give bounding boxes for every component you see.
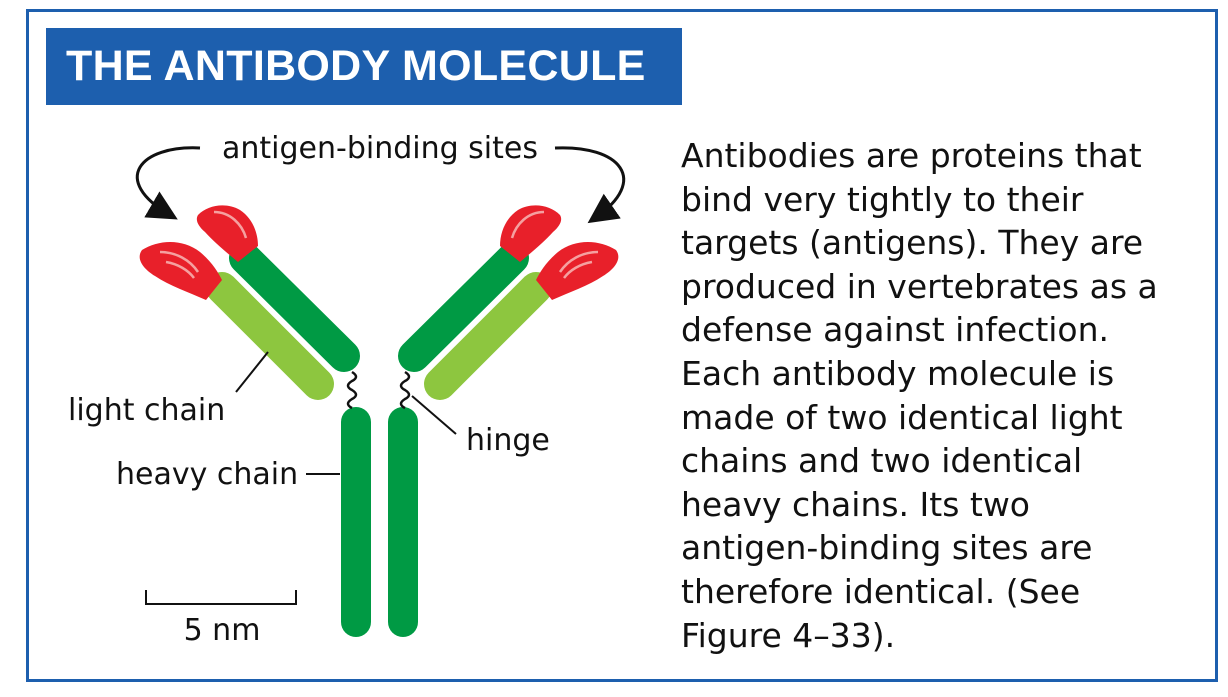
description-line: therefore identical. (See (681, 571, 1081, 611)
description-line: targets (antigens). They are (681, 223, 1144, 263)
description-line: antigen-binding sites are (681, 528, 1093, 568)
scale-label: 5 nm (184, 613, 261, 648)
heavy-chain-label: heavy chain (116, 457, 298, 492)
description-line: defense against infection. (681, 310, 1110, 350)
scale-bar (145, 590, 297, 605)
binding-site-left-outer-highlight (159, 250, 200, 273)
panel-title: THE ANTIBODY MOLECULE (46, 28, 682, 105)
light-chain-label: light chain (68, 393, 225, 428)
description-line: Each antibody molecule is (681, 353, 1115, 393)
binding-site-right-inner (500, 205, 562, 262)
binding-site-left-inner (196, 205, 258, 262)
hinge-leader (411, 395, 457, 435)
description-line: heavy chains. Its two (681, 484, 1030, 524)
hinge-squiggle-right (399, 370, 411, 410)
binding-site-right-outer-highlight (558, 250, 599, 273)
description-line: Antibodies are proteins that (681, 136, 1142, 175)
description-text: Antibodies are proteins that bind very t… (681, 134, 1201, 657)
description-line: made of two identical light (681, 397, 1123, 437)
description-line: bind very tightly to their (681, 179, 1084, 219)
hinge-squiggle-left (346, 370, 358, 410)
description-line: chains and two identical (681, 441, 1083, 481)
heavy-chain-arm-left (229, 242, 360, 372)
description-line: Figure 4–33). (681, 615, 896, 655)
right-binding-arrow (554, 146, 626, 224)
description-line: produced in vertebrates as a (681, 266, 1158, 306)
light-chain-right (424, 272, 552, 400)
binding-site-left-outer (139, 242, 222, 300)
antigen-binding-sites-label: antigen-binding sites (222, 131, 538, 166)
heavy-chain-arm-right (398, 242, 529, 372)
hinge-label: hinge (466, 423, 550, 458)
binding-site-left-outer-highlight-2 (165, 260, 195, 279)
light-chain-leader (235, 351, 269, 393)
light-chain-left (206, 272, 334, 400)
binding-site-right-outer (536, 242, 619, 300)
binding-site-left-inner-highlight (213, 210, 248, 239)
binding-site-right-outer-highlight-2 (563, 260, 593, 279)
left-binding-arrow (135, 146, 201, 220)
panel-frame (26, 9, 1218, 682)
binding-site-right-inner-highlight (510, 210, 545, 239)
